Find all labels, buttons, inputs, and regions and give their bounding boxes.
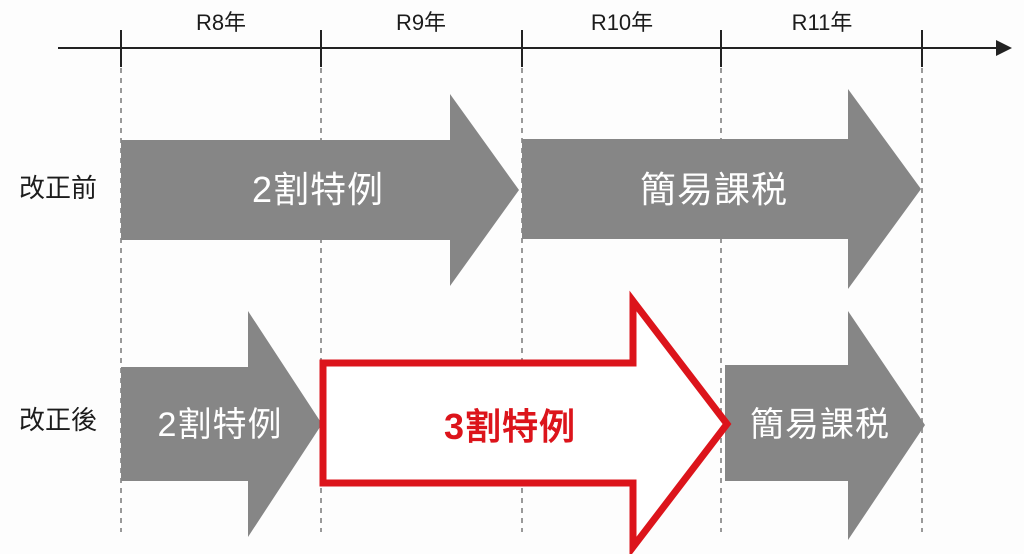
- year-label-r9: R9年: [396, 10, 446, 35]
- arrow-kanni-after-label: 簡易課税: [750, 406, 890, 444]
- arrow-kanni-after: [725, 311, 925, 540]
- year-label-r10: R10年: [591, 10, 653, 35]
- row-label-after: 改正後: [19, 405, 97, 435]
- arrow-3wari-highlight-label: 3割特例: [444, 406, 576, 447]
- arrow-2wari-before-label: 2割特例: [252, 169, 384, 210]
- dashed-gridlines: [120, 68, 923, 532]
- row-label-before: 改正前: [19, 173, 97, 203]
- row-after-revision: 改正後 2割特例 簡易課税 3割特例: [19, 290, 925, 554]
- arrow-kanni-before-label: 簡易課税: [640, 169, 788, 210]
- row-before-revision: 改正前 2割特例 簡易課税: [19, 89, 921, 289]
- arrow-2wari-after: [121, 311, 322, 537]
- arrow-kanni-before: [522, 89, 921, 289]
- arrow-2wari-after-label: 2割特例: [158, 406, 283, 444]
- timeline-axis: R8年 R9年 R10年 R11年: [58, 10, 1012, 67]
- axis-arrowhead-icon: [996, 40, 1012, 56]
- arrow-2wari-before: [121, 94, 519, 286]
- arrow-3wari-highlight: [319, 290, 732, 554]
- year-label-r11: R11年: [792, 10, 853, 35]
- year-label-r8: R8年: [196, 10, 246, 35]
